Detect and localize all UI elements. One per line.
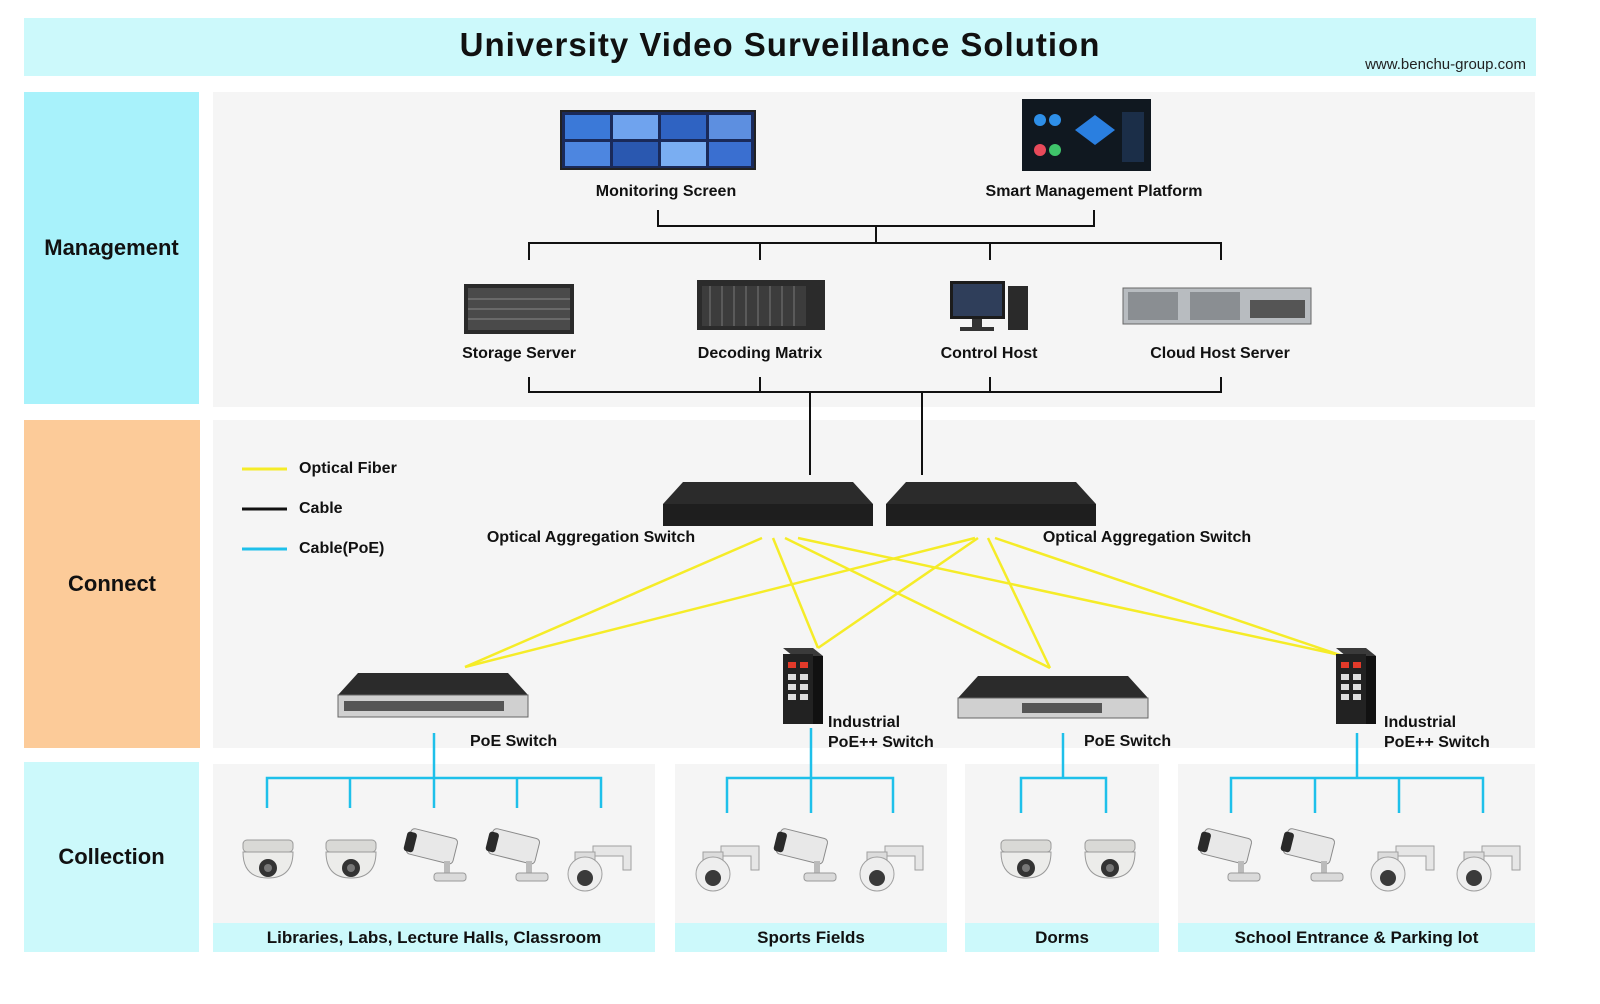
connect-layer-label: Connect	[24, 420, 200, 748]
cloud-host-server-label: Cloud Host Server	[1150, 345, 1290, 362]
industrial-switch-2-label-line1: Industrial	[1384, 714, 1457, 731]
industrial-switch-1-icon	[783, 648, 823, 724]
industrial-switch-1-label-line1: Industrial	[828, 714, 901, 731]
title-bar: University Video Surveillance Solution w…	[24, 18, 1536, 76]
management-cables	[528, 210, 1222, 475]
zone-libraries-label: Libraries, Labs, Lecture Halls, Classroo…	[213, 923, 655, 952]
storage-server-icon	[464, 284, 574, 334]
collection-layer-label: Collection	[24, 762, 199, 952]
bullet-camera-icon	[402, 827, 467, 882]
website-url: www.benchu-group.com	[1365, 56, 1526, 73]
bullet-camera-icon	[772, 827, 837, 882]
fiber-links	[464, 536, 1341, 670]
poe-switch-2-icon	[957, 676, 1149, 719]
legend-cable-label: Cable	[299, 500, 343, 517]
zone-sports-label: Sports Fields	[675, 923, 947, 952]
industrial-switch-2-icon	[1336, 648, 1376, 724]
ptz-camera-icon	[1456, 845, 1521, 892]
poe-cables	[265, 728, 1485, 813]
poe-switch-1-icon	[337, 673, 529, 718]
dome-camera-icon	[1084, 839, 1136, 879]
aggregation-switch-right-icon	[886, 482, 1096, 526]
bullet-camera-icon	[1279, 827, 1344, 882]
ptz-camera-icon	[1370, 845, 1435, 892]
management-layer-label: Management	[24, 92, 199, 404]
legend-fiber-label: Optical Fiber	[299, 460, 397, 477]
dome-camera-icon	[242, 839, 294, 879]
ptz-camera-icon	[859, 845, 924, 892]
monitoring-screen-label: Monitoring Screen	[595, 183, 737, 200]
dome-camera-icon	[1000, 839, 1052, 879]
zone-dorms-label: Dorms	[965, 923, 1159, 952]
aggregation-switch-left-label: Optical Aggregation Switch	[486, 529, 696, 546]
storage-server-label: Storage Server	[462, 345, 576, 362]
industrial-switch-1-label-line2: PoE++ Switch	[828, 734, 934, 751]
smart-platform-icon	[1022, 99, 1151, 171]
industrial-switch-2-label-line2: PoE++ Switch	[1384, 734, 1490, 751]
ptz-camera-icon	[567, 845, 632, 892]
cloud-host-server-icon	[1122, 287, 1312, 325]
poe-switch-1-label: PoE Switch	[470, 733, 558, 750]
bullet-camera-icon	[484, 827, 549, 882]
decoding-matrix-icon	[697, 280, 825, 330]
dome-camera-icon	[325, 839, 377, 879]
poe-switch-2-label: PoE Switch	[1084, 733, 1172, 750]
zone-entrance-label: School Entrance & Parking lot	[1178, 923, 1535, 952]
management-band	[213, 92, 1535, 407]
monitoring-screen-icon	[560, 110, 756, 170]
legend-poe-label: Cable(PoE)	[299, 540, 385, 557]
smart-platform-label: Smart Management Platform	[985, 183, 1203, 200]
control-host-icon	[950, 281, 1028, 331]
page-title: University Video Surveillance Solution	[459, 26, 1101, 63]
control-host-label: Control Host	[940, 345, 1038, 362]
aggregation-switch-left-icon	[663, 482, 873, 526]
decoding-matrix-label: Decoding Matrix	[697, 345, 823, 362]
bullet-camera-icon	[1196, 827, 1261, 882]
aggregation-switch-right-label: Optical Aggregation Switch	[1042, 529, 1252, 546]
ptz-camera-icon	[695, 845, 760, 892]
